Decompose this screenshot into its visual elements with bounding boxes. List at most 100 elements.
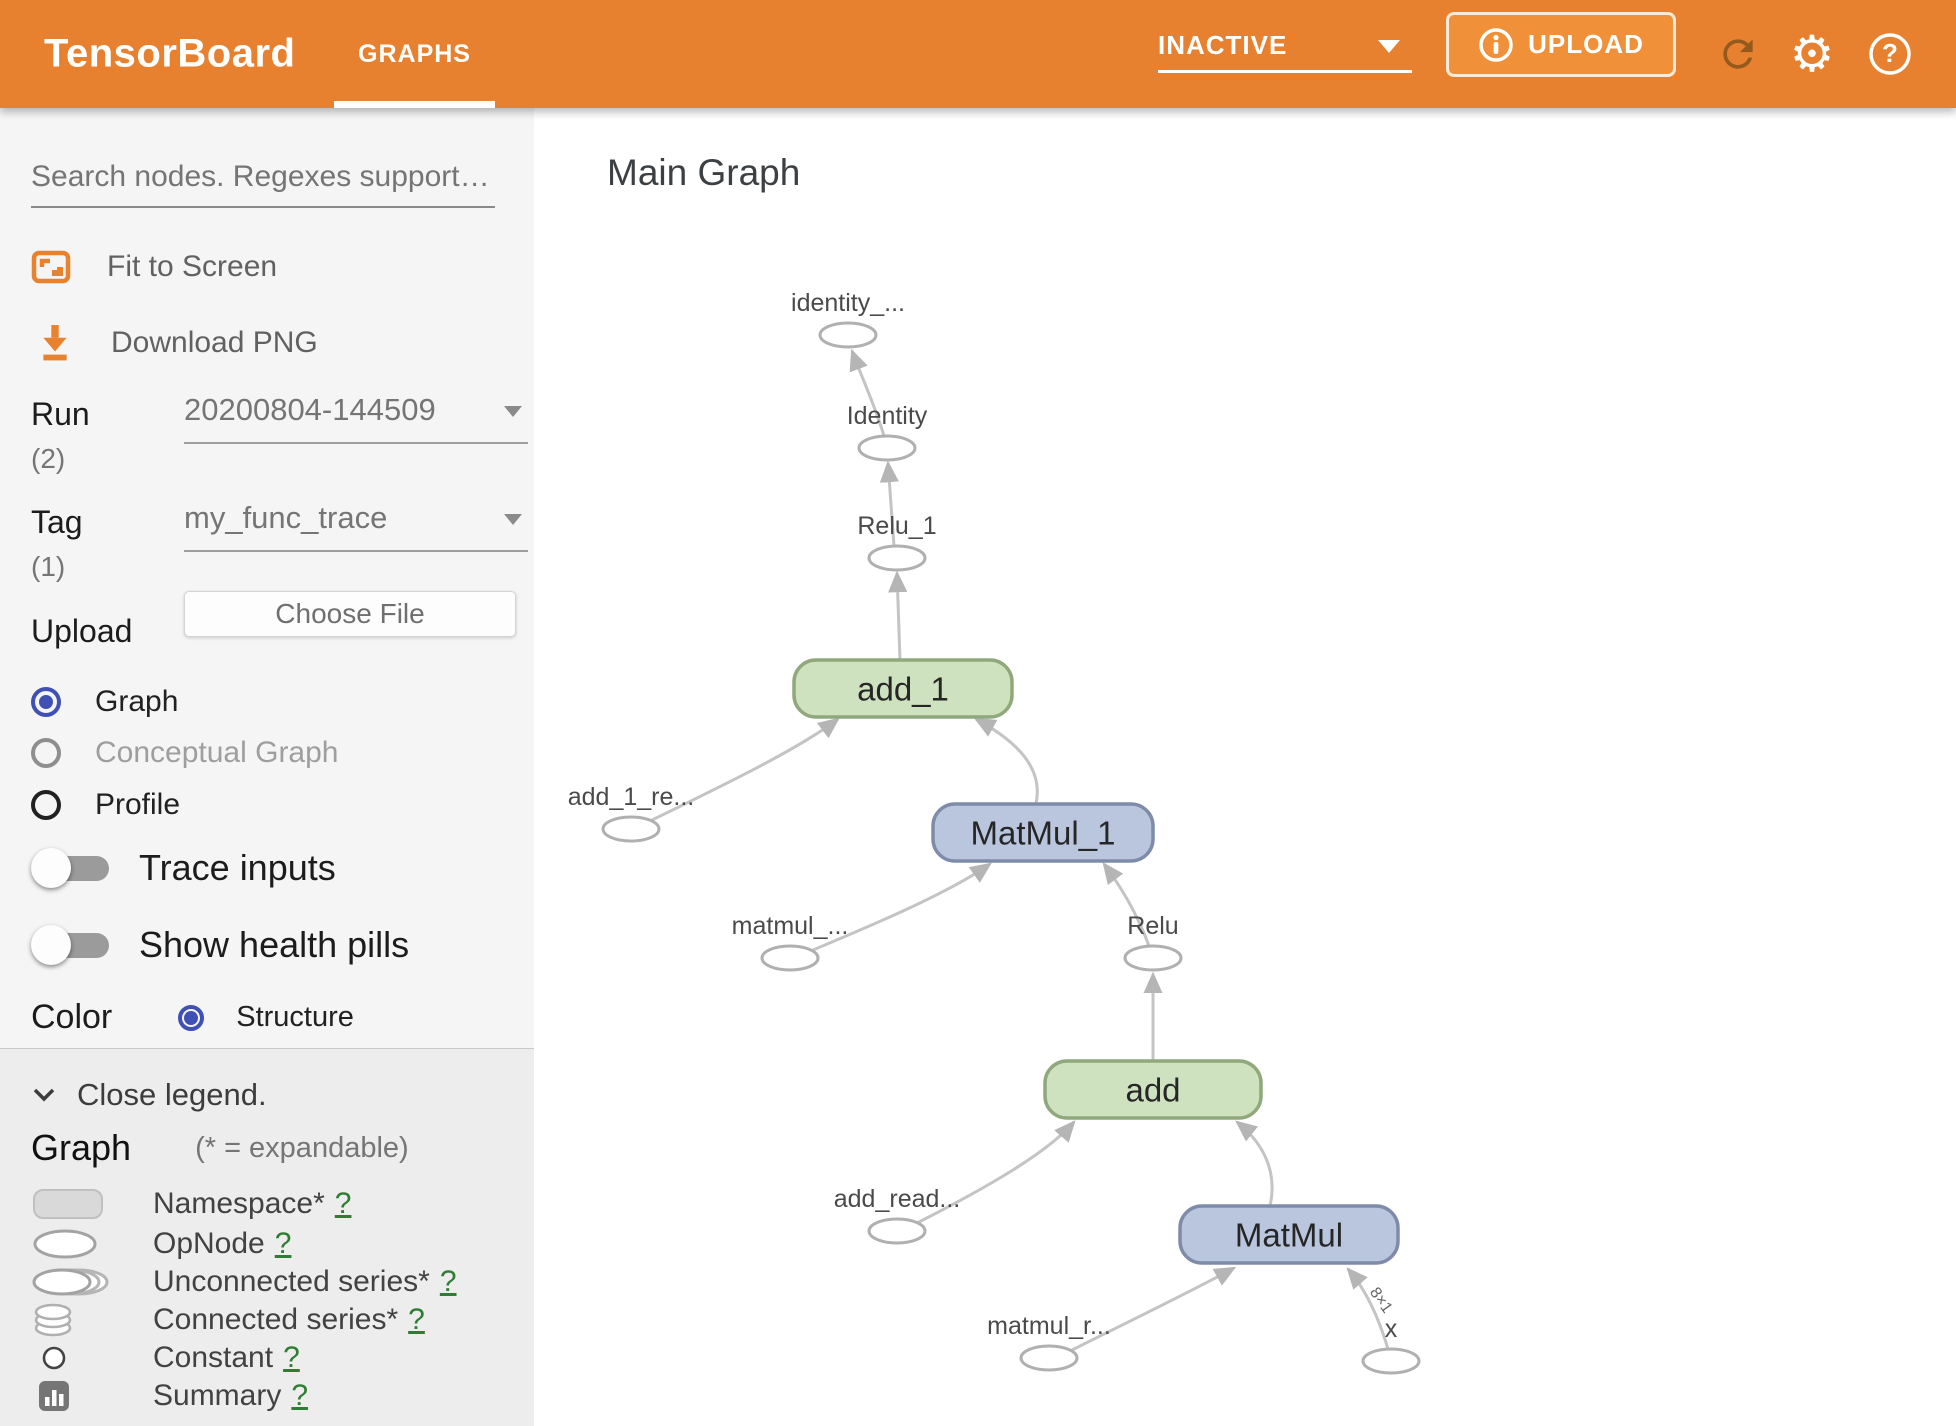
page-title: Main Graph [607, 152, 801, 193]
status-dropdown[interactable]: INACTIVE [1158, 0, 1412, 108]
refresh-button[interactable] [1712, 28, 1764, 80]
op-group-rect [931, 802, 1155, 863]
opnode-ellipse-icon [31, 1228, 153, 1260]
upload-label: Upload [31, 613, 133, 649]
help-link[interactable]: ? [439, 1265, 457, 1298]
choose-file-button[interactable]: Choose File [184, 591, 516, 637]
legend-item-label: Connected series* [153, 1303, 399, 1336]
graph-node-label: MatMul [1235, 1217, 1343, 1254]
app-title: TensorBoard [44, 31, 296, 76]
trace-inputs-toggle[interactable] [31, 846, 111, 890]
show-health-pills-row: Show health pills [31, 923, 409, 967]
help-link[interactable]: ? [291, 1379, 309, 1412]
settings-button[interactable]: ⚙ [1786, 28, 1838, 80]
radio-graph[interactable]: Graph [31, 685, 178, 719]
edge-add_1-to-Relu_1 [888, 570, 908, 661]
run-select[interactable]: 20200804-144509 [184, 392, 528, 444]
graph-node-label: add_read... [834, 1185, 961, 1213]
graph-node-x[interactable]: x [1361, 1315, 1421, 1375]
edge-Relu-to-MatMul_1 [1102, 862, 1151, 947]
graph-node-add_1[interactable]: add_1 [792, 658, 1014, 719]
graph-node-add[interactable]: add [1043, 1059, 1263, 1120]
radio-structure[interactable] [178, 1004, 205, 1031]
status-dropdown-value: INACTIVE [1158, 30, 1288, 60]
help-button[interactable]: ? [1864, 28, 1916, 80]
upload-button[interactable]: UPLOAD [1446, 12, 1676, 77]
download-png-button[interactable]: Download PNG [31, 324, 318, 362]
graph-node-label: x [1385, 1315, 1398, 1343]
connected-series-icon [31, 1301, 153, 1339]
graph-node-identity_out[interactable]: identity_... [791, 289, 905, 349]
legend-panel: Close legend. Graph (* = expandable) Nam… [0, 1048, 534, 1426]
close-legend-label: Close legend. [77, 1077, 267, 1112]
radio-graph-label: Graph [95, 685, 179, 718]
fit-to-screen-label: Fit to Screen [107, 250, 278, 283]
legend-item-label: Summary [153, 1379, 282, 1412]
edges-layer: 8×1 [651, 348, 1395, 1352]
radio-profile-label: Profile [95, 788, 181, 821]
opnode-ellipse-icon [1123, 944, 1183, 972]
opnode-ellipse-icon [867, 1217, 927, 1245]
help-link[interactable]: ? [408, 1303, 425, 1336]
legend-item-connected-series: Connected series* ? [31, 1301, 425, 1339]
help-link[interactable]: ? [283, 1341, 300, 1374]
edge-add_1_re-to-add_1 [651, 717, 840, 822]
graph-node-matmul_r[interactable]: matmul_r... [987, 1312, 1111, 1372]
legend-item-label: Namespace* [153, 1187, 325, 1220]
run-label: Run [31, 396, 90, 432]
show-health-pills-toggle[interactable] [31, 923, 111, 967]
radio-icon [31, 687, 61, 717]
graph-node-matmul_[interactable]: matmul_... [732, 912, 849, 972]
trace-inputs-label: Trace inputs [139, 847, 336, 888]
edge-MatMul-to-add [1235, 1120, 1274, 1207]
graph-node-label: Identity [847, 402, 928, 430]
download-icon [43, 325, 67, 361]
tag-count: (1) [31, 551, 66, 582]
graph-node-label: Relu_1 [857, 512, 936, 540]
graph-node-Relu[interactable]: Relu [1123, 912, 1183, 972]
tag-select-value: my_func_trace [184, 500, 388, 535]
search-input[interactable]: Search nodes. Regexes supported. [31, 160, 495, 208]
opnode-ellipse-icon [867, 544, 927, 572]
graph-node-label: MatMul_1 [971, 815, 1116, 852]
gear-icon: ⚙ [1789, 25, 1835, 83]
edge-Identity-to-identity_out [849, 348, 886, 437]
graph-node-label: matmul_r... [987, 1312, 1111, 1340]
color-by-row: Color Structure [31, 998, 354, 1037]
graph-node-label: matmul_... [732, 912, 849, 940]
radio-conceptual-graph[interactable]: Conceptual Graph [31, 736, 339, 770]
opnode-ellipse-icon [760, 944, 820, 972]
chevron-down-icon [33, 1088, 55, 1102]
edge-Relu_1-to-Identity [879, 460, 899, 547]
radio-conceptual-graph-label: Conceptual Graph [95, 736, 339, 769]
graph-node-label: add_1_re... [568, 783, 695, 811]
fit-to-screen-button[interactable]: Fit to Screen [31, 250, 277, 284]
trace-inputs-row: Trace inputs [31, 846, 336, 890]
graph-node-MatMul[interactable]: MatMul [1178, 1204, 1400, 1265]
radio-icon [31, 738, 61, 768]
download-png-label: Download PNG [111, 326, 318, 359]
tab-graphs[interactable]: GRAPHS [334, 0, 495, 108]
radio-profile[interactable]: Profile [31, 788, 180, 822]
graph-node-Relu_1[interactable]: Relu_1 [857, 512, 937, 572]
chevron-down-icon [504, 514, 522, 525]
help-link[interactable]: ? [334, 1187, 352, 1220]
run-count: (2) [31, 443, 66, 474]
upload-field: Upload Choose File [31, 591, 516, 650]
tag-select[interactable]: my_func_trace [184, 500, 528, 552]
refresh-icon [1723, 39, 1753, 69]
graph-node-add_1_re[interactable]: add_1_re... [568, 783, 695, 843]
summary-icon [31, 1379, 153, 1413]
graph-node-MatMul_1[interactable]: MatMul_1 [931, 802, 1155, 863]
edge-MatMul_1-to-add_1 [973, 717, 1039, 805]
graph-node-Identity[interactable]: Identity [847, 402, 928, 462]
help-link[interactable]: ? [274, 1227, 292, 1260]
legend-item-label: OpNode [153, 1227, 265, 1260]
tab-graphs-label: GRAPHS [358, 39, 471, 68]
graph-node-add_read[interactable]: add_read... [834, 1185, 961, 1245]
edge-add_read-to-add [916, 1120, 1076, 1225]
close-legend-button[interactable]: Close legend. [31, 1077, 267, 1113]
show-health-pills-label: Show health pills [139, 924, 410, 965]
